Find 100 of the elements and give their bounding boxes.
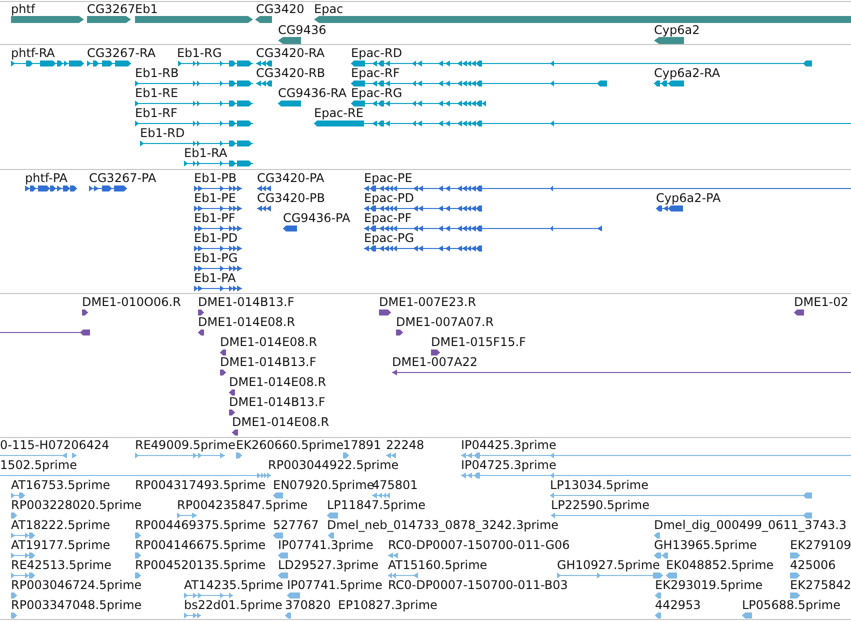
feature-label: DME1-014E08.R bbox=[232, 416, 330, 428]
feature-label: Eb1-PD bbox=[194, 232, 238, 244]
feature-label: Eb1-RB bbox=[135, 67, 179, 79]
feature-label: 527767 bbox=[273, 519, 319, 531]
feature-label: LP13034.5prime bbox=[550, 479, 649, 491]
feature-label: Epac-PG bbox=[364, 232, 414, 244]
feature-label: 22248 bbox=[386, 439, 424, 451]
feature-label: Cyp6a2-PA bbox=[656, 192, 721, 204]
feature-label: DME1-014E08.R bbox=[198, 316, 296, 328]
feature-label: RP004520135.5prime bbox=[135, 559, 266, 571]
feature-label: EK275842 bbox=[790, 579, 851, 591]
feature-label: 17891 bbox=[343, 439, 382, 451]
feature-label: AT16753.5prime bbox=[11, 479, 110, 491]
feature-label: DME1-007A22 bbox=[392, 356, 478, 368]
feature-label: CG3420-PB bbox=[257, 192, 326, 204]
feature-label: 0-115-H07206424 bbox=[0, 439, 110, 451]
feature-label: LP05688.5prime bbox=[742, 599, 841, 611]
feature-label: Epac-RF bbox=[351, 67, 400, 79]
feature-label: Eb1-PE bbox=[194, 192, 236, 204]
feature-label: Eb1 bbox=[135, 3, 158, 15]
feature-label: CG9436-PA bbox=[283, 212, 350, 224]
feature-label: Epac-PD bbox=[364, 192, 414, 204]
feature-label: EK279109 bbox=[790, 539, 851, 551]
feature-label: DME1-014B13.F bbox=[220, 356, 316, 368]
feature-label: Eb1-PA bbox=[194, 272, 236, 284]
feature-label: AT14235.5prime bbox=[184, 579, 284, 591]
feature-label: GH10927.5prime bbox=[557, 559, 660, 571]
feature-label: RE49009.5prime bbox=[135, 439, 236, 451]
feature-label: Eb1-RA bbox=[184, 147, 228, 159]
feature-label: RP004235847.5prime bbox=[177, 499, 308, 511]
feature-label: RP003046724.5prime bbox=[11, 579, 142, 591]
feature-label: Dmel_neb_014733_0878_3242.3prime bbox=[327, 519, 559, 531]
feature-label: IP04725.3prime bbox=[461, 459, 556, 471]
feature-label: DME1-010O06.R bbox=[82, 296, 181, 308]
feature-label: CG3420-RB bbox=[256, 67, 326, 79]
feature-label: 1502.5prime bbox=[0, 459, 77, 471]
feature-label: RP004146675.5prime bbox=[135, 539, 266, 551]
feature-label: EP10827.3prime bbox=[338, 599, 438, 611]
feature-label: DME1-014B13.F bbox=[198, 296, 294, 308]
feature-label: Eb1-RG bbox=[177, 47, 222, 59]
feature-label: Epac-PF bbox=[364, 212, 412, 224]
feature-label: LP11847.5prime bbox=[327, 499, 426, 511]
feature-label: Dmel_dig_000499_0611_3743.3 bbox=[654, 519, 847, 531]
feature-label: AT19177.5prime bbox=[11, 539, 110, 551]
feature-label: 370820 bbox=[285, 599, 331, 611]
feature-label: phtf-RA bbox=[11, 47, 55, 59]
feature-label: CG3267 bbox=[87, 3, 136, 15]
feature-label: Cyp6a2 bbox=[654, 24, 700, 36]
feature-label: RP004469375.5prime bbox=[135, 519, 266, 531]
feature-label: RE42513.5prime bbox=[11, 559, 112, 571]
feature-label: Eb1-PF bbox=[194, 212, 236, 224]
feature-label: CG9436-RA bbox=[278, 87, 347, 99]
feature-label: DME1-014E08.R bbox=[229, 376, 326, 388]
feature-label: EK048852.5prime bbox=[666, 559, 774, 571]
feature-label: Eb1-RE bbox=[135, 87, 178, 99]
feature-label: CG3420 bbox=[256, 3, 304, 15]
feature-label: Cyp6a2-RA bbox=[654, 67, 720, 79]
feature-label: CG3267-RA bbox=[87, 47, 156, 59]
feature-label: Eb1-RD bbox=[140, 127, 185, 139]
feature-label: RC0-DP0007-150700-011-B03 bbox=[388, 579, 568, 591]
feature-label: RP003044922.5prime bbox=[268, 459, 399, 471]
feature-label: EN07920.5prime bbox=[273, 479, 374, 491]
feature-label: Eb1-PB bbox=[194, 172, 237, 184]
feature-label: Eb1-RF bbox=[135, 107, 178, 119]
feature-label: RC0-DP0007-150700-011-G06 bbox=[388, 539, 570, 551]
feature-label: RP003228020.5prime bbox=[11, 499, 142, 511]
feature-label: CG3420-RA bbox=[256, 47, 325, 59]
feature-label: 475801 bbox=[372, 479, 418, 491]
feature-label: 442953 bbox=[655, 599, 701, 611]
feature-label: Epac-RE bbox=[314, 107, 364, 119]
feature-label: Epac-PE bbox=[364, 172, 412, 184]
feature-label: LD29527.3prime bbox=[278, 559, 379, 571]
feature-label: phtf-PA bbox=[25, 172, 68, 184]
feature-label: IP07741.5prime bbox=[287, 579, 382, 591]
feature-label: AT15160.5prime bbox=[388, 559, 488, 571]
feature-label: IP04425.3prime bbox=[461, 439, 556, 451]
feature-label: DME1-02 bbox=[794, 296, 848, 308]
feature-label: DME1-014B13.F bbox=[229, 396, 326, 408]
feature-label: 425006 bbox=[790, 559, 836, 571]
feature-label: Epac-RG bbox=[351, 87, 402, 99]
feature-label: EK293019.5prime bbox=[655, 579, 763, 591]
feature-label: DME1-007A07.R bbox=[396, 316, 494, 328]
feature-label: Epac-RD bbox=[351, 47, 402, 59]
feature-label: DME1-014E08.R bbox=[220, 336, 318, 348]
feature-label: LP22590.5prime bbox=[551, 499, 650, 511]
feature-label: RP003347048.5prime bbox=[11, 599, 142, 611]
feature-label: AT18222.5prime bbox=[11, 519, 110, 531]
feature-label: CG9436 bbox=[278, 24, 326, 36]
feature-label: GH13965.5prime bbox=[654, 539, 757, 551]
feature-label: EK260660.5prime bbox=[236, 439, 344, 451]
feature-label: DME1-015F15.F bbox=[431, 336, 526, 348]
feature-label: Eb1-PG bbox=[194, 252, 238, 264]
feature-label: RP004317493.5prime bbox=[135, 479, 266, 491]
feature-label: phtf bbox=[11, 3, 36, 15]
feature-label: Epac bbox=[314, 3, 344, 15]
feature-label: CG3420-PA bbox=[257, 172, 324, 184]
feature-label: CG3267-PA bbox=[89, 172, 156, 184]
feature-label: bs22d01.5prime bbox=[184, 599, 282, 611]
feature-label: DME1-007E23.R bbox=[379, 296, 476, 308]
feature-label: IP07741.3prime bbox=[278, 539, 374, 551]
